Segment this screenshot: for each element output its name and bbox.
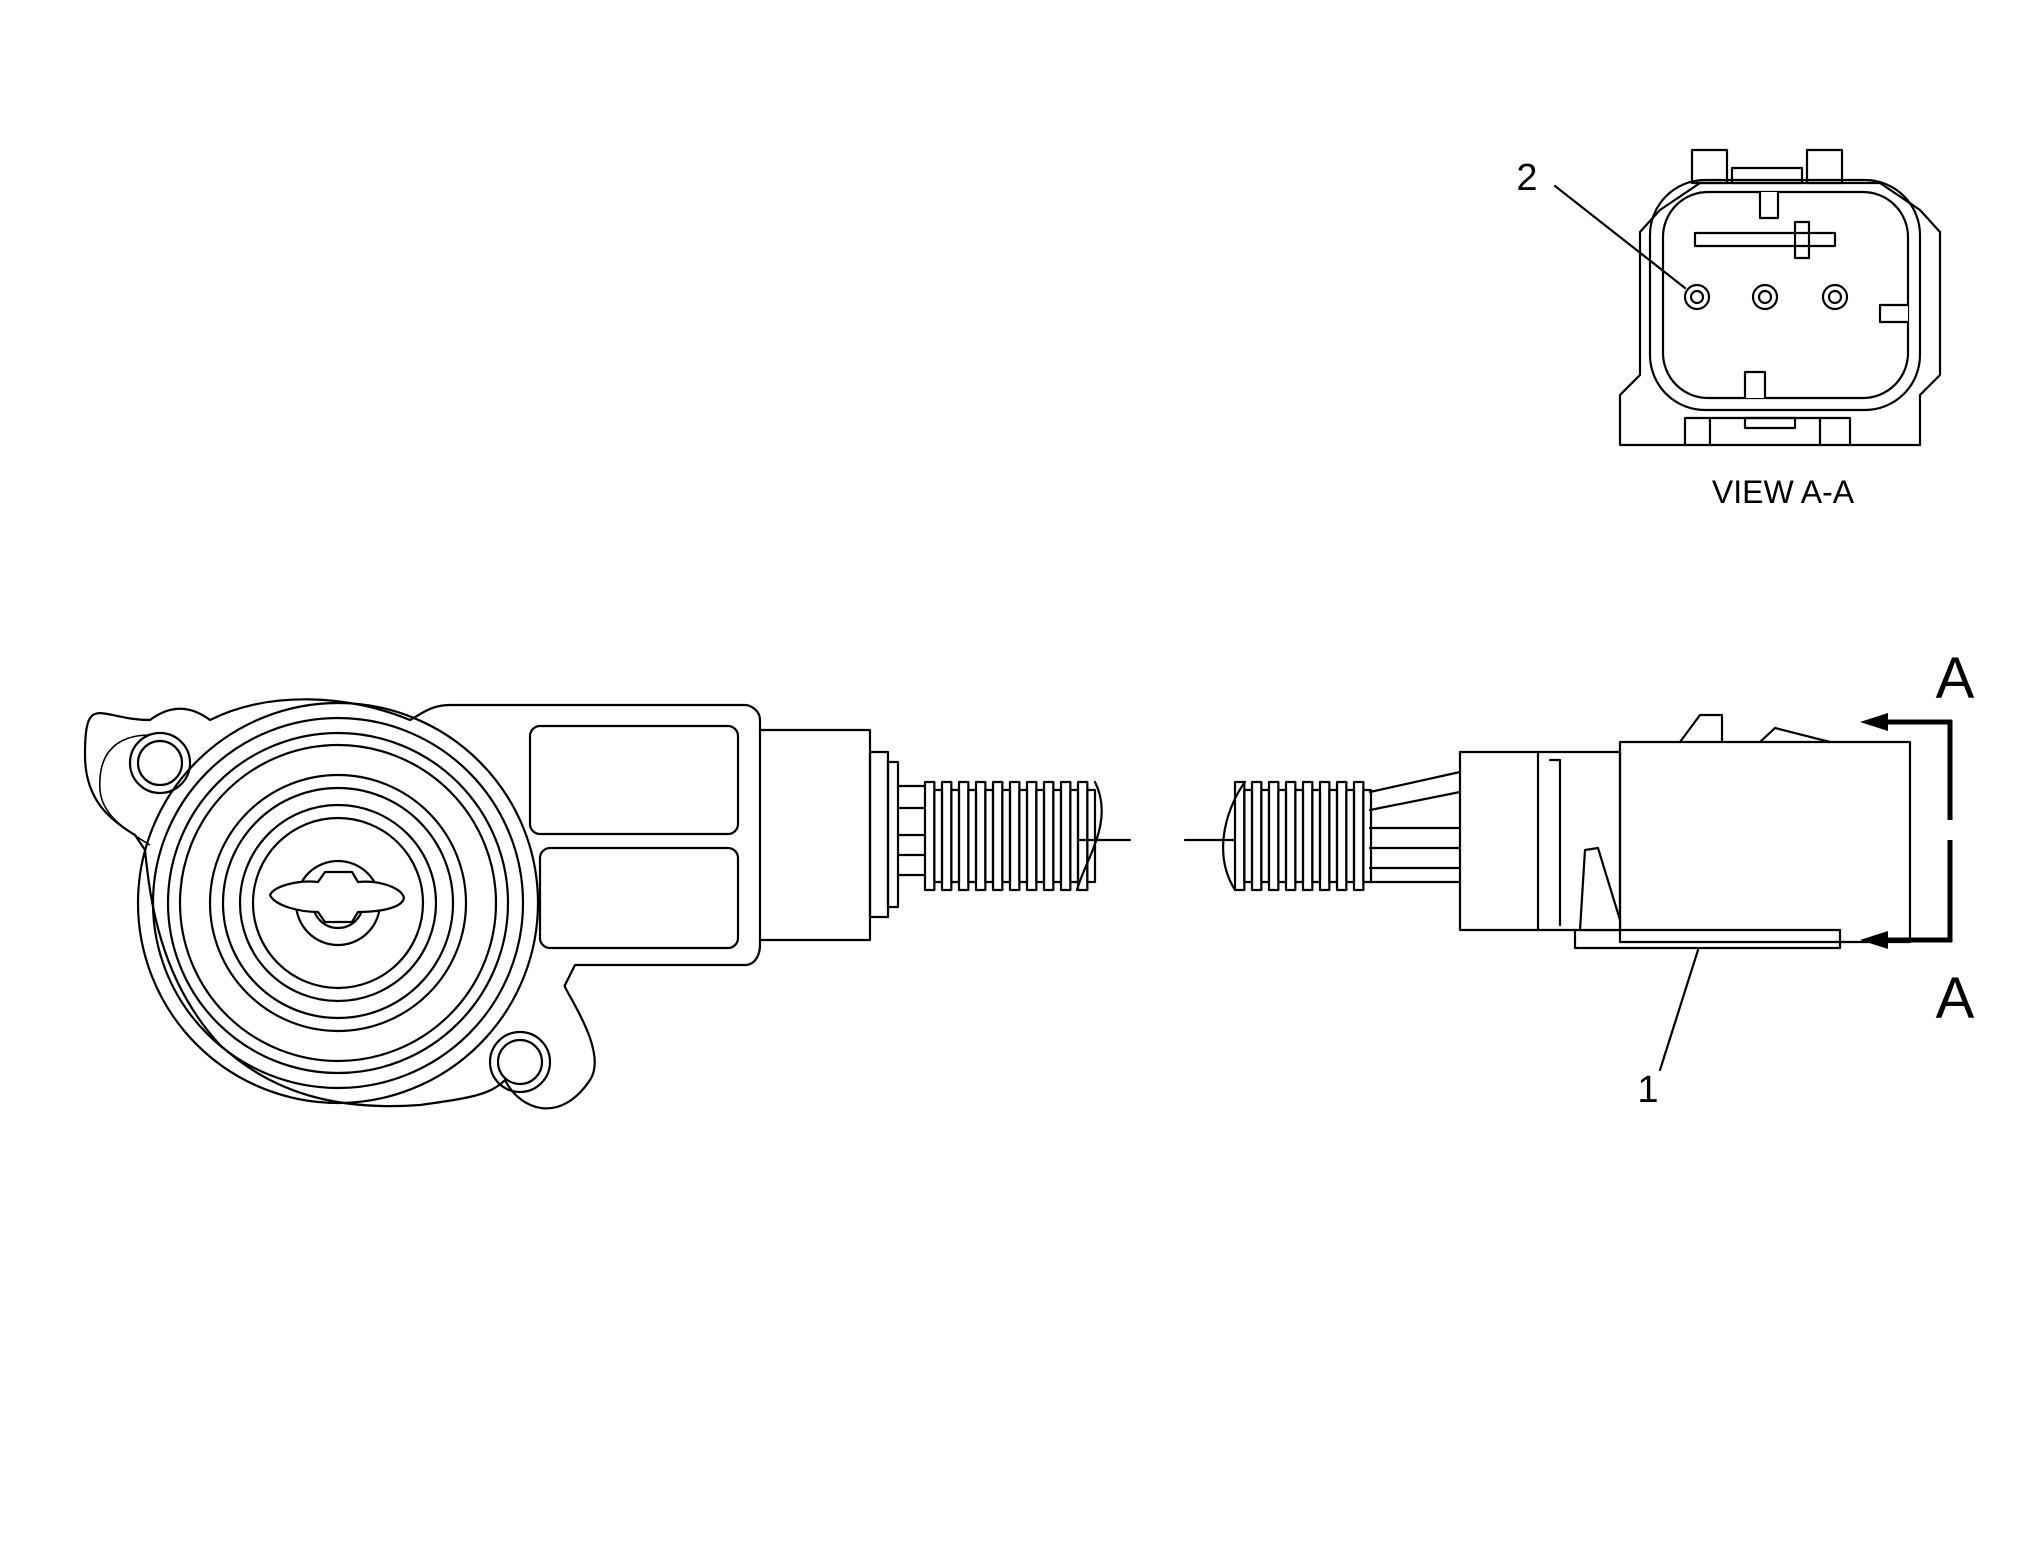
section-arrow-bottom-icon — [1860, 931, 1888, 949]
view-title: VIEW A-A — [1712, 474, 1855, 510]
pin-1-icon — [1683, 283, 1711, 311]
section-marker-bottom: A — [1936, 966, 1975, 1031]
callout-2-label: 2 — [1516, 157, 1537, 199]
harness-connector — [1458, 713, 1912, 950]
pin-3-icon — [1821, 283, 1849, 311]
wire-boot-right — [1183, 770, 1462, 892]
callout-1: 1 — [1637, 948, 1700, 1111]
section-arrow-top-icon — [1860, 713, 1888, 731]
pin-2-icon — [1751, 283, 1779, 311]
section-marker-a-a: A A — [1860, 646, 1975, 1031]
callout-1-label: 1 — [1637, 1069, 1658, 1111]
sensor-body — [83, 698, 900, 1110]
section-marker-top: A — [1936, 646, 1975, 711]
callout-2-leader — [1553, 184, 1687, 290]
wire-boot-left — [896, 780, 1132, 892]
view-a-a: 2 VIEW A-A — [1516, 148, 1942, 510]
